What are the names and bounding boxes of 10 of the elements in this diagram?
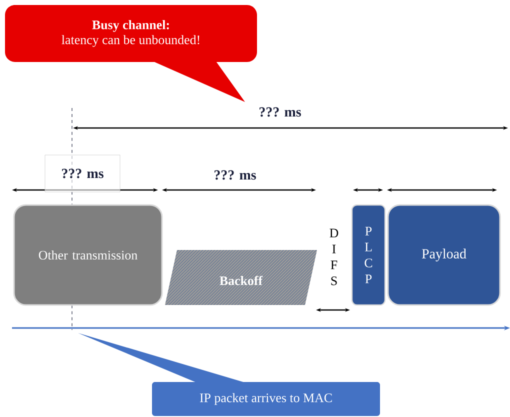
label-box: ??? ms xyxy=(44,154,120,192)
dimension-label: ??? ms xyxy=(214,170,256,180)
process-box: Payload xyxy=(387,204,501,306)
callout-bubble: IP packet arrives to MAC xyxy=(78,333,380,416)
process-box: Other transmission xyxy=(13,204,163,306)
vertical-label: DIFS xyxy=(330,228,338,286)
process-box: PLCP xyxy=(351,204,386,306)
dimension-label: ??? ms xyxy=(260,107,301,117)
node-label: IP packet arrives to MAC xyxy=(200,393,332,405)
callout-bubble: Busy channel: latency can be unbounded! xyxy=(5,5,257,102)
